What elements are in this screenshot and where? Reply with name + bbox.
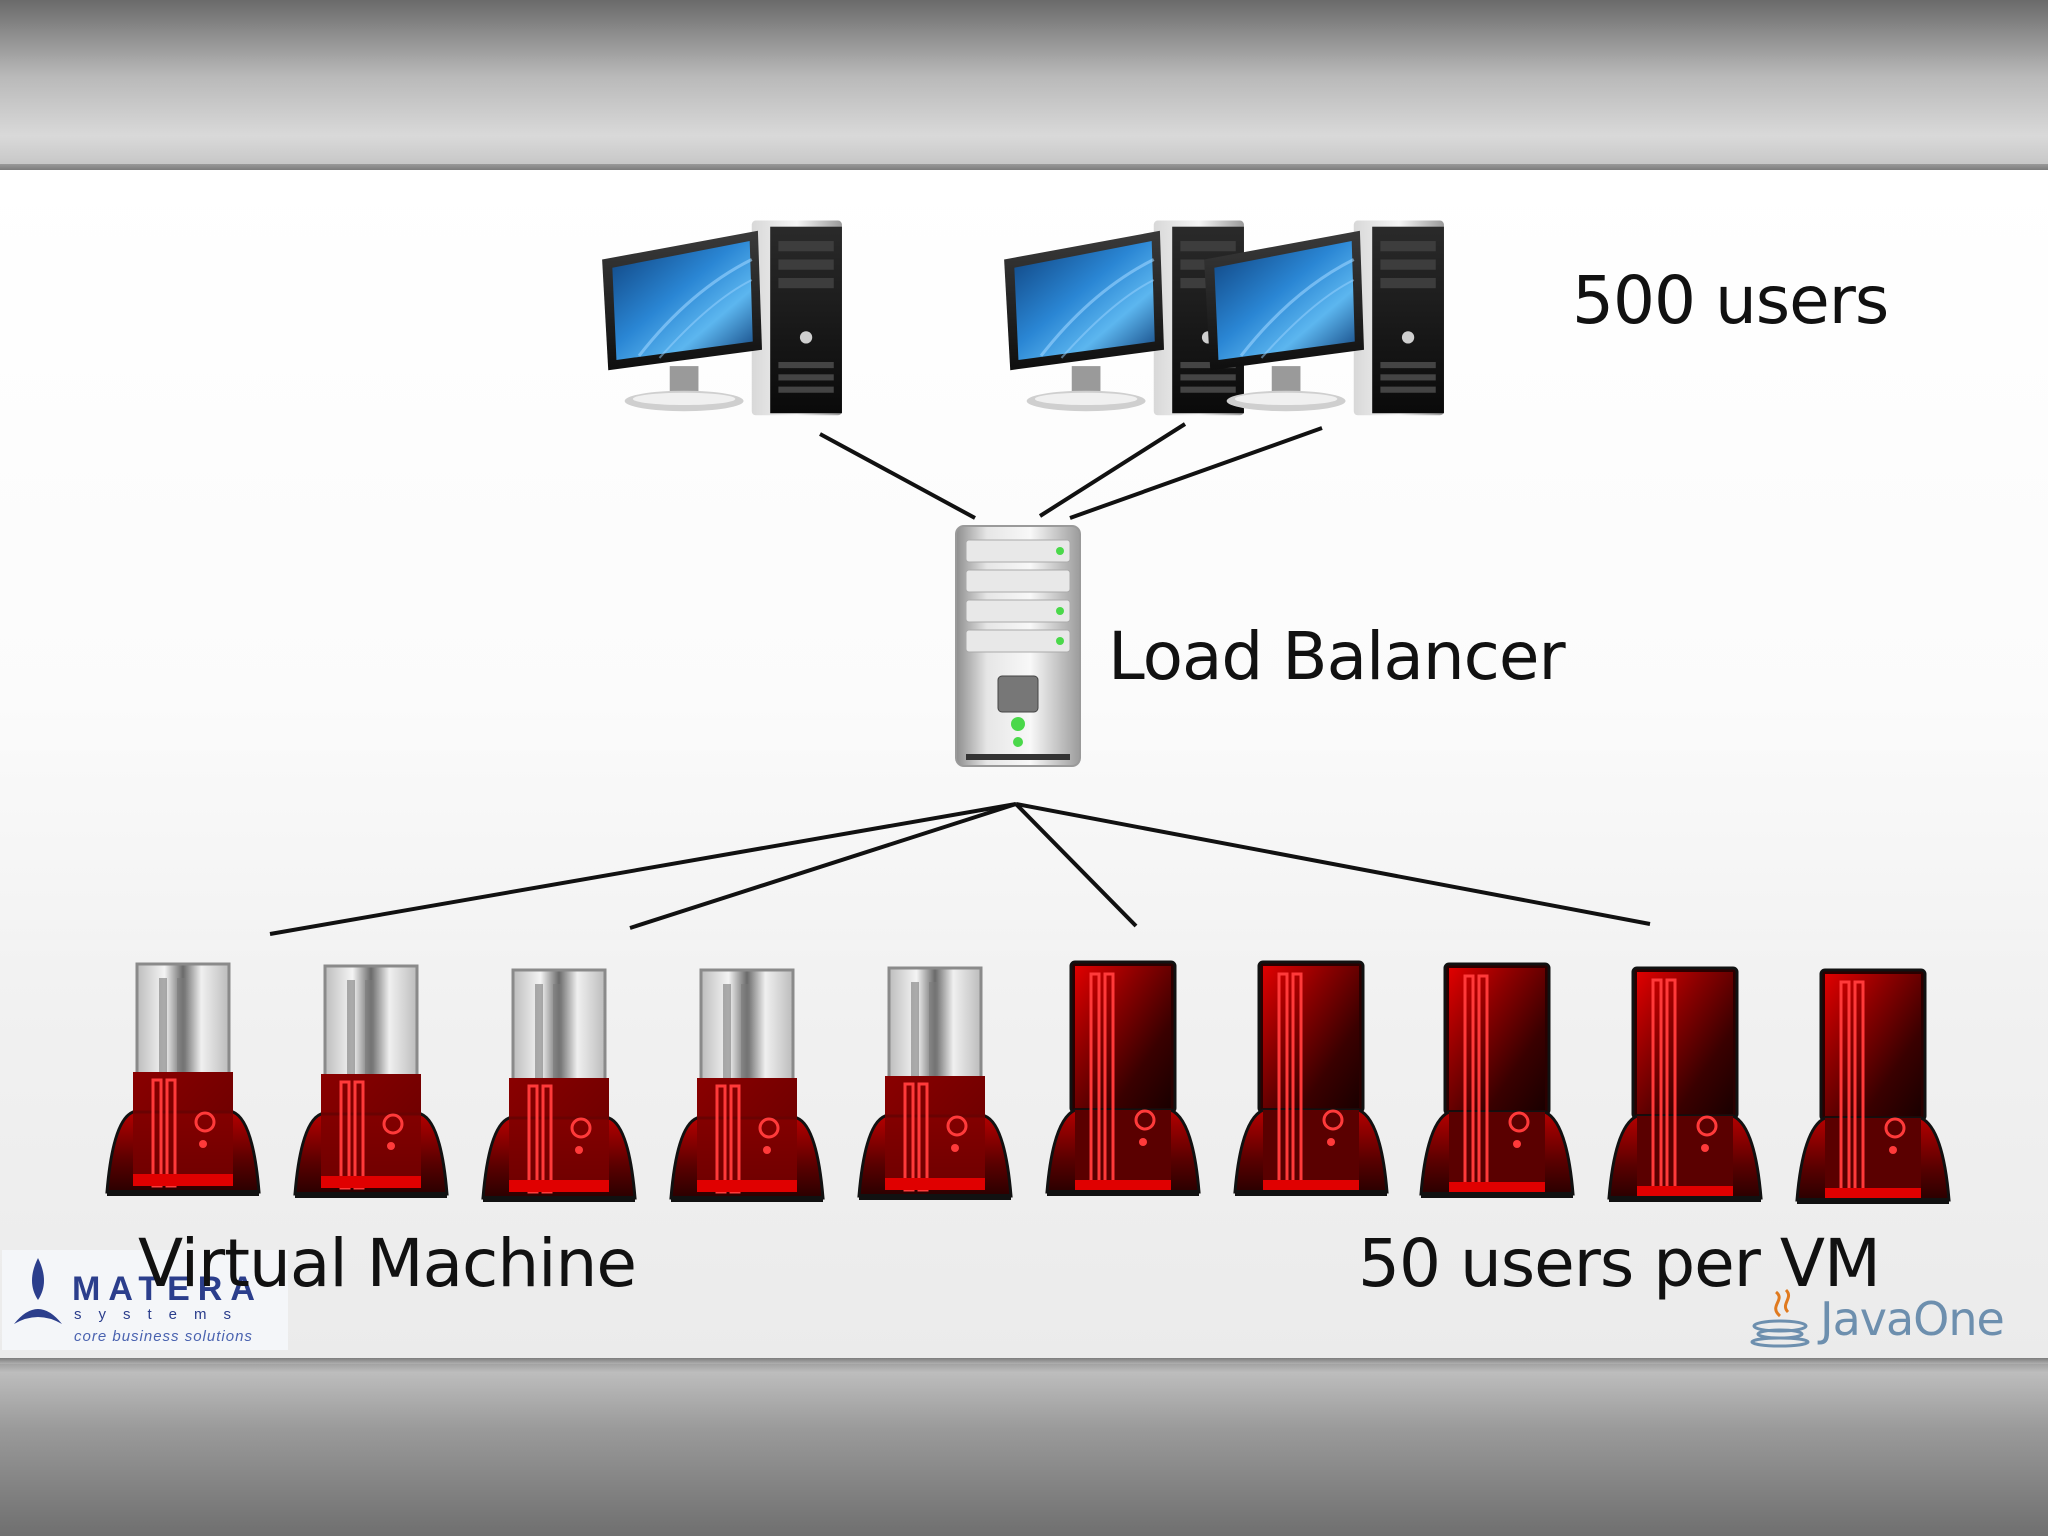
matera-logo: MATERA systems core business solutions [2, 1250, 288, 1350]
vm-5 [857, 966, 1013, 1202]
link-ws3-lb [1069, 426, 1323, 520]
matera-logo-tagline: core business solutions [74, 1328, 253, 1345]
link-ws2-lb [1038, 422, 1187, 518]
client-connections [819, 422, 1323, 520]
load-balancer-server [955, 525, 1081, 767]
vm-8 [1419, 962, 1575, 1200]
matera-logo-name: MATERA [72, 1270, 263, 1308]
virtual-machine-label: Virtual Machine [138, 1225, 637, 1302]
vm-7 [1233, 960, 1389, 1198]
vm-connections [269, 802, 1651, 936]
javaone-logo: JavaOne [1740, 1288, 2030, 1348]
top-frame-band [0, 0, 2048, 170]
users-per-vm-label: 50 users per VM [1358, 1225, 1881, 1302]
bottom-frame-band [0, 1358, 2048, 1536]
vm-9 [1607, 966, 1763, 1204]
users-total-label: 500 users [1572, 262, 1889, 339]
vm-6 [1045, 960, 1201, 1198]
vm-4 [669, 968, 825, 1204]
load-balancer-label: Load Balancer [1108, 618, 1566, 695]
link-lb-vm-group-1 [269, 802, 1017, 936]
vm-1 [105, 962, 261, 1198]
vm-3 [481, 968, 637, 1204]
javaone-logo-name: JavaOne [1820, 1292, 2005, 1346]
matera-emblem-icon [14, 1258, 62, 1324]
workstation-1 [600, 219, 844, 417]
matera-logo-sub: systems [74, 1306, 249, 1323]
vm-10 [1795, 968, 1951, 1206]
link-lb-vm-group-4 [1015, 802, 1651, 926]
link-ws1-lb [819, 432, 976, 520]
vm-2 [293, 964, 449, 1200]
java-cup-icon [1750, 1288, 1810, 1348]
link-lb-vm-group-2 [629, 802, 1017, 930]
link-lb-vm-group-3 [1014, 802, 1138, 928]
vm-row [105, 960, 1951, 1206]
